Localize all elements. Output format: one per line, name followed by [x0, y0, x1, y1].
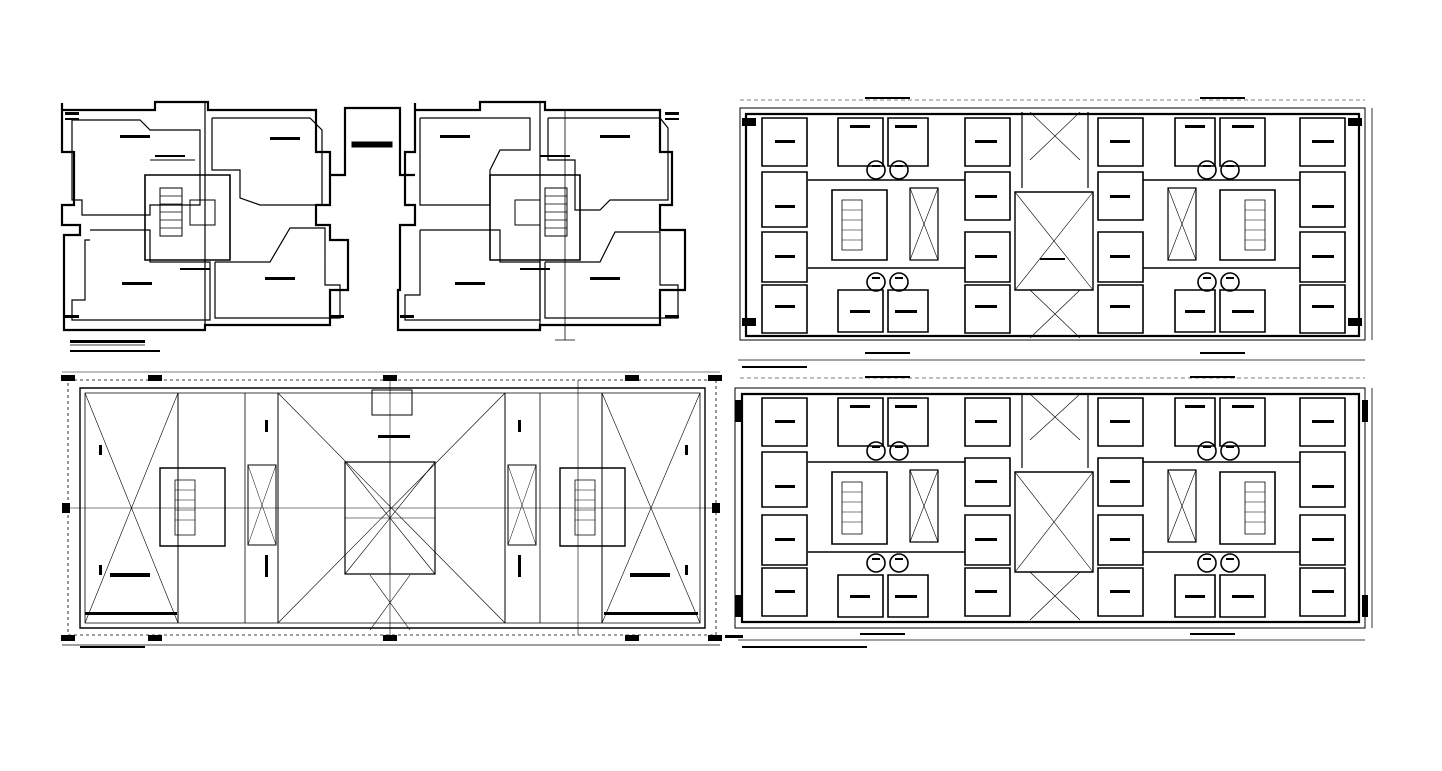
left-stair-core	[145, 175, 230, 260]
right-block-outline	[398, 102, 685, 330]
top-left-room-labels	[65, 112, 679, 318]
left-block-outline	[62, 102, 348, 330]
right-block-inner	[420, 118, 530, 205]
connecting-corridor	[330, 108, 415, 175]
roof-terrace-plan-bottom-left	[62, 372, 720, 645]
left-block-inner	[72, 120, 200, 215]
plan-tr-border	[740, 108, 1365, 340]
floor-plan-top-right	[738, 100, 1372, 360]
top-right-fills	[742, 97, 1362, 368]
right-block-inner-4	[545, 232, 678, 318]
left-block-inner-4	[215, 228, 340, 318]
plan-tr-rooms	[762, 118, 1345, 333]
top-left-plan-caption	[70, 340, 160, 352]
right-stair-core	[490, 175, 580, 260]
bottom-left-fills	[61, 375, 743, 648]
left-block-inner-2	[212, 118, 322, 205]
typical-floor-plan-top-left	[62, 102, 685, 340]
bottom-right-fills	[735, 376, 1368, 648]
floor-plan-bottom-right	[735, 378, 1372, 640]
plan-br-rooms	[762, 398, 1345, 617]
right-block-inner-2	[548, 118, 668, 210]
left-block-inner-3	[72, 230, 210, 320]
